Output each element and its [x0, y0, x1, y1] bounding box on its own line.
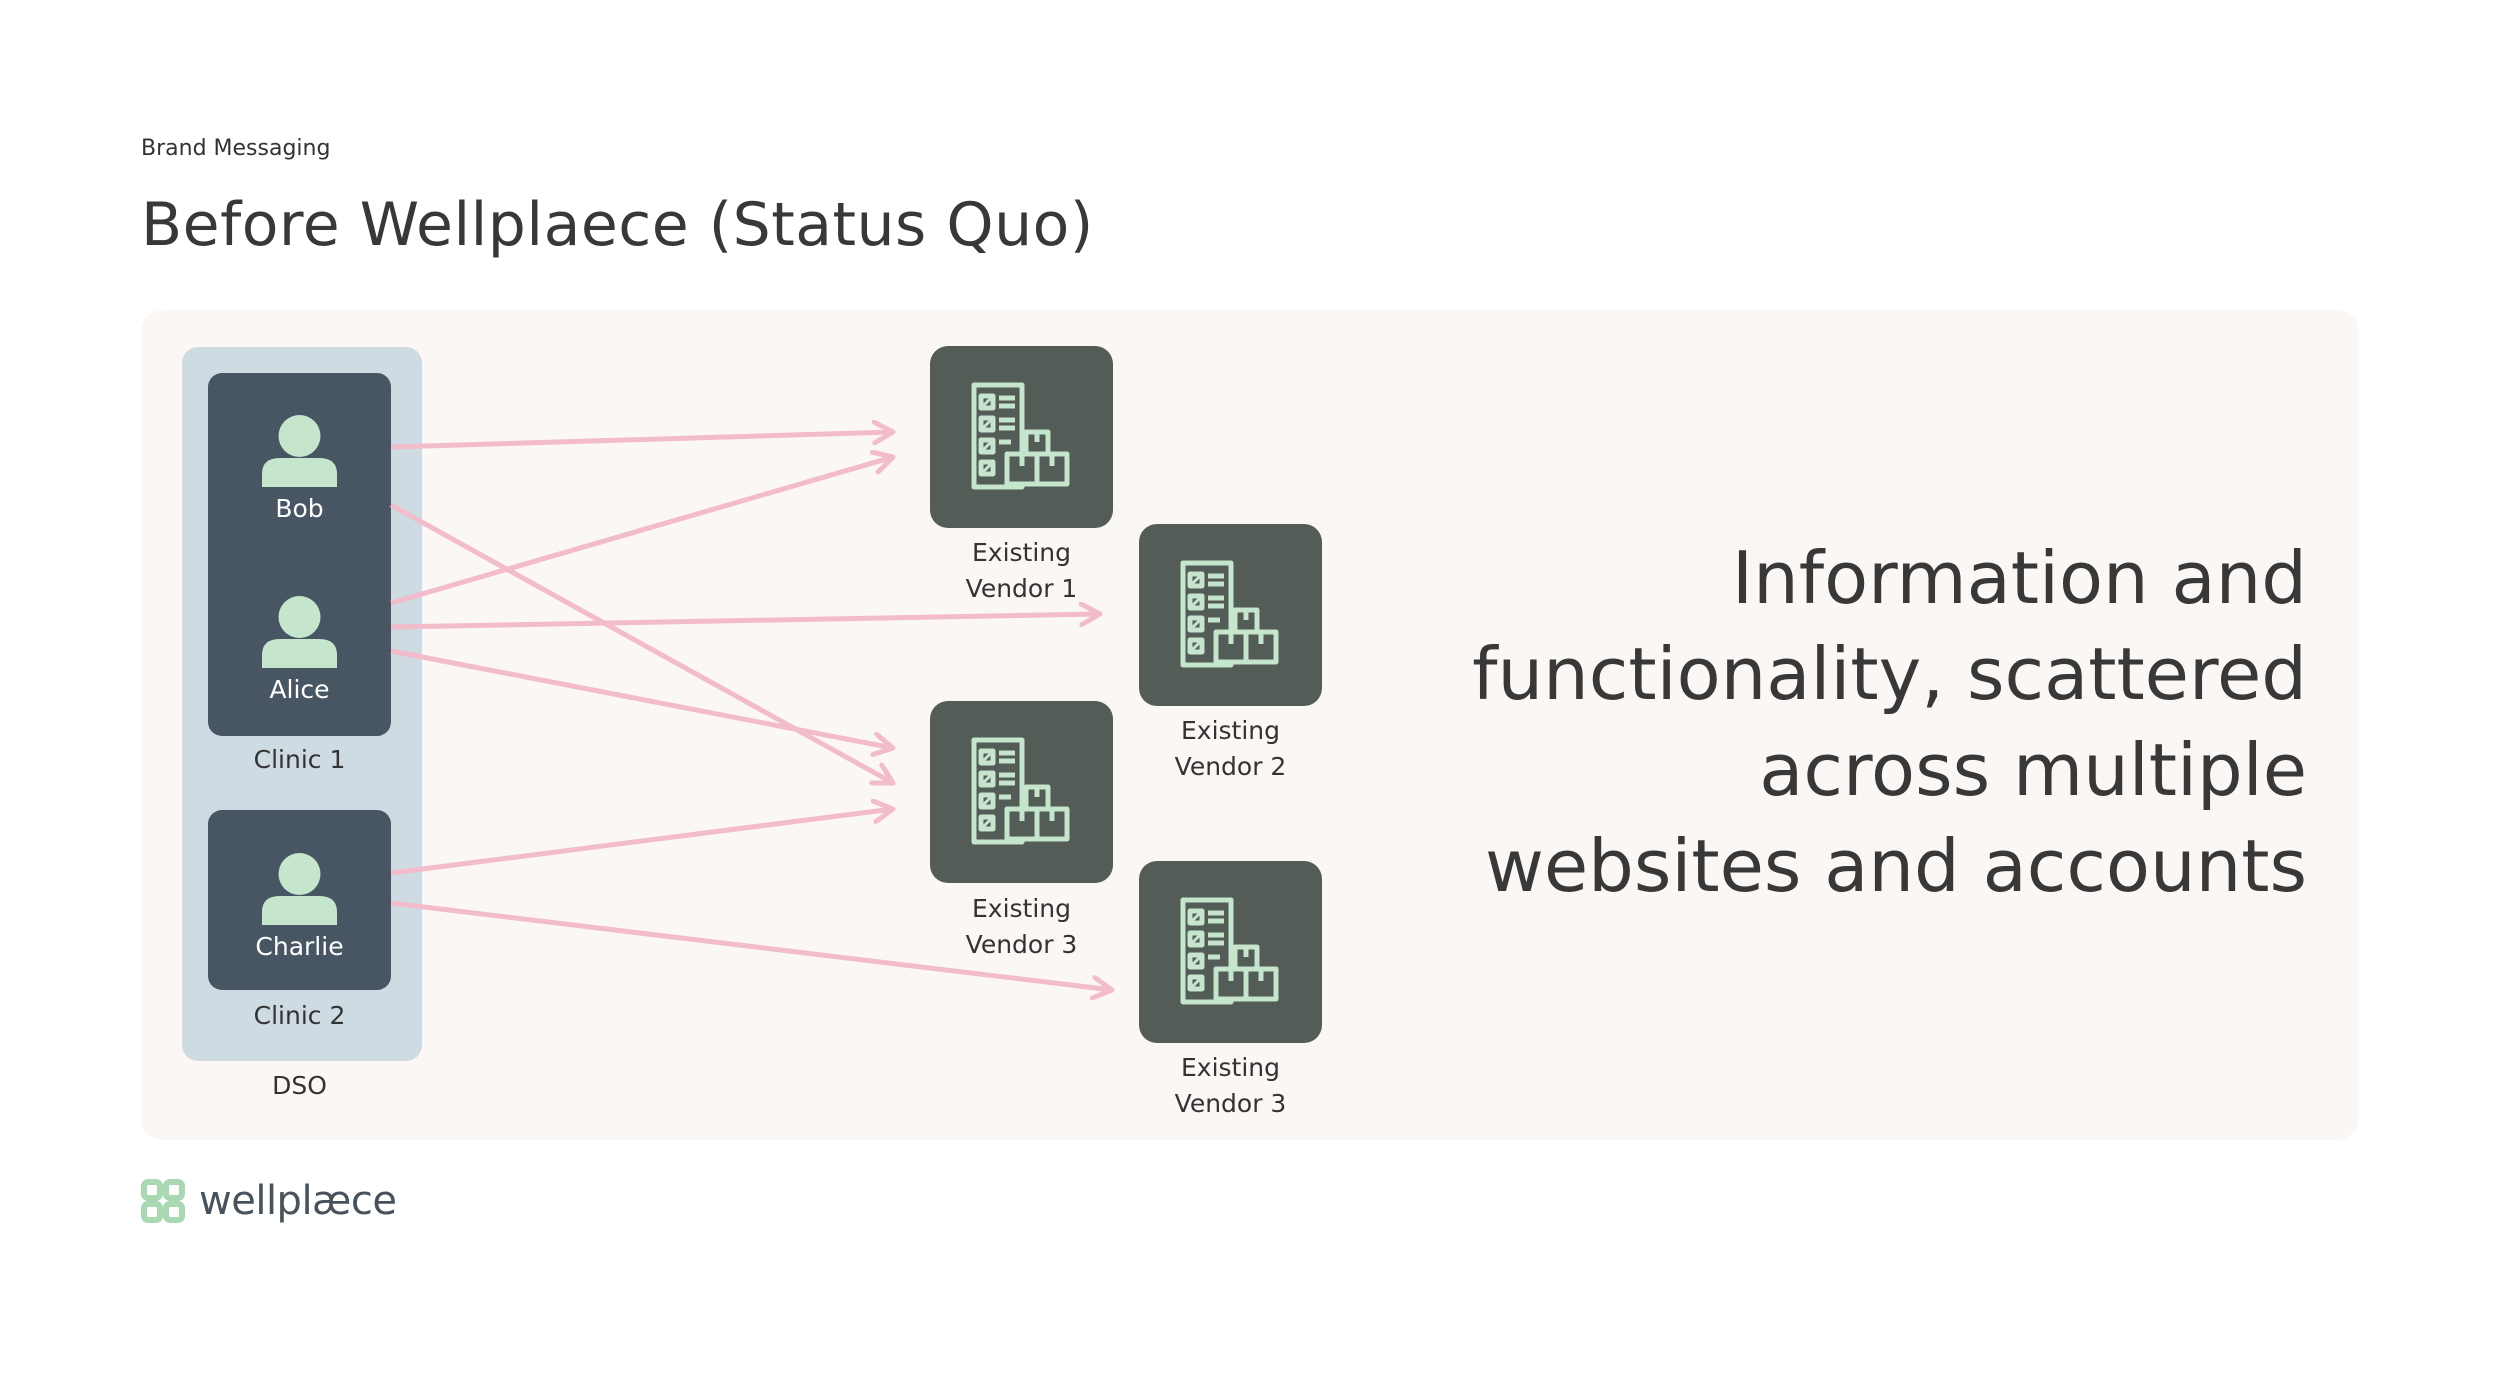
vendor-3-tile — [930, 701, 1113, 883]
page-title: Before Wellplaece (Status Quo) — [141, 190, 1094, 260]
wellplaece-logo-icon — [141, 1179, 185, 1223]
person-icon — [262, 596, 337, 668]
inventory-checklist-icon — [1180, 560, 1279, 668]
vendor-2-label: Existing Vendor 2 — [1174, 716, 1287, 781]
vendor-3b-tile — [1139, 861, 1322, 1043]
inventory-checklist-icon — [971, 737, 1070, 845]
inventory-checklist-icon — [971, 382, 1070, 490]
clinic-2-label: Clinic 2 — [253, 1001, 346, 1030]
key-message: Information and functionality, scattered… — [1472, 536, 2307, 908]
person-icon — [262, 415, 337, 487]
person-icon — [262, 853, 337, 925]
vendor-1-tile — [930, 346, 1113, 528]
person-name-charlie: Charlie — [255, 932, 344, 961]
wellplaece-logo: wellplæce — [141, 1178, 397, 1224]
vendor-2-tile — [1139, 524, 1322, 706]
vendor-1-label: Existing Vendor 1 — [965, 538, 1078, 603]
wellplaece-wordmark: wellplæce — [199, 1178, 397, 1224]
person-name-alice: Alice — [269, 675, 330, 704]
clinic-1-label: Clinic 1 — [253, 745, 346, 774]
inventory-checklist-icon — [1180, 897, 1279, 1005]
dso-label: DSO — [272, 1071, 327, 1100]
section-eyebrow: Brand Messaging — [141, 136, 331, 161]
vendor-3-label: Existing Vendor 3 — [965, 894, 1078, 959]
person-name-bob: Bob — [275, 494, 324, 523]
vendor-3b-label: Existing Vendor 3 — [1174, 1053, 1287, 1118]
